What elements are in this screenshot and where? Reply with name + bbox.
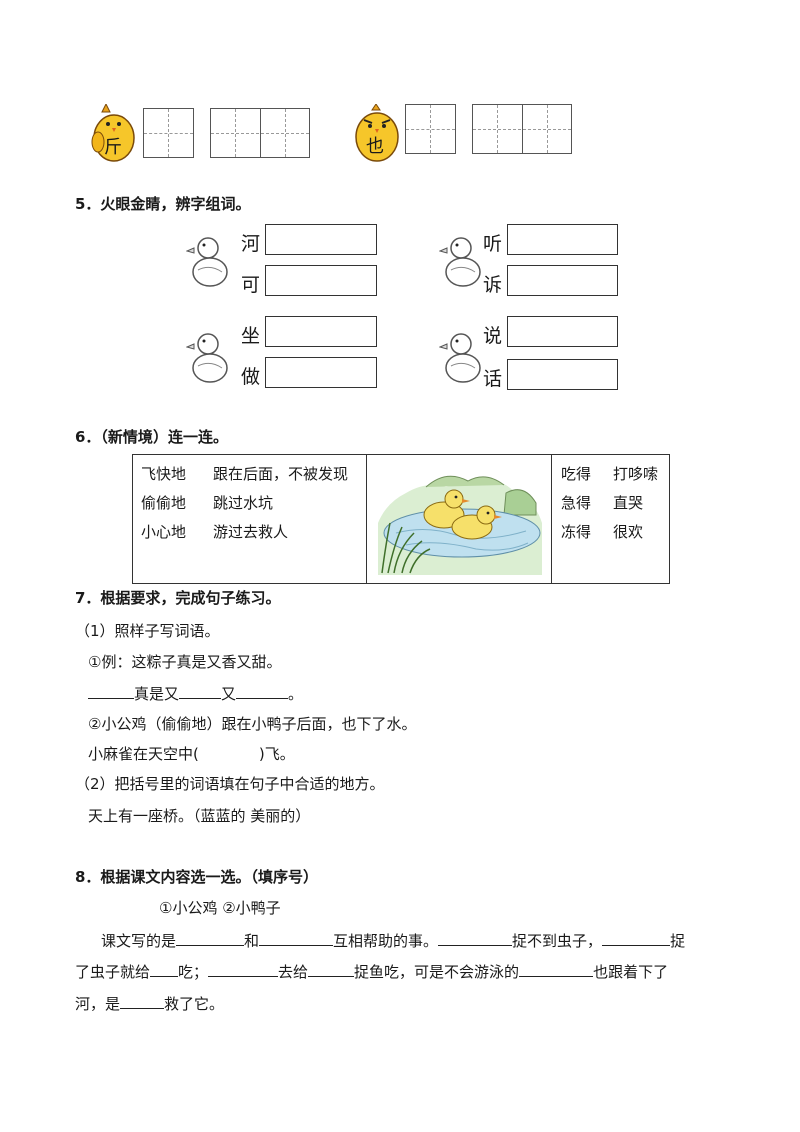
fill-blank[interactable] (179, 684, 222, 699)
answer-box-ke[interactable] (265, 265, 377, 296)
answer-options: ①小公鸡 ②小鸭子 (159, 899, 281, 917)
fill-blank[interactable] (208, 962, 279, 977)
chick-illustration-2: 也 (350, 103, 404, 164)
sub-question-2: （2）把括号里的词语填在句子中合适的地方。 (75, 775, 385, 793)
char-shuo: 说 (483, 325, 503, 347)
fill-sentence-1: 真是又又。 (88, 683, 303, 704)
answer-box-su[interactable] (507, 265, 618, 296)
chick-2-character: 也 (366, 136, 384, 157)
answer-box-he[interactable] (265, 224, 377, 255)
duck-icon (438, 330, 483, 390)
right-verb[interactable]: 冻得 (561, 523, 592, 541)
left-action[interactable]: 游过去救人 (213, 523, 289, 541)
char-hua: 话 (483, 368, 503, 390)
left-action[interactable]: 跳过水坑 (213, 494, 274, 512)
right-result[interactable]: 很欢 (613, 523, 644, 541)
fill-blank[interactable] (519, 962, 594, 977)
fill-blank[interactable] (88, 684, 134, 699)
left-adverb[interactable]: 偷偷地 (141, 494, 187, 512)
passage-line-1: 课文写的是和互相帮助的事。捉不到虫子，捉 (101, 931, 686, 950)
char-he: 河 (241, 233, 261, 255)
question-8-heading: 8．根据课文内容选一选。（填序号） (75, 868, 318, 886)
answer-box-zuo-sit[interactable] (265, 316, 377, 347)
right-verb[interactable]: 急得 (561, 494, 592, 512)
fill-blank[interactable] (120, 994, 165, 1009)
right-verb[interactable]: 吃得 (561, 465, 592, 483)
sub-question-1: （1）照样子写词语。 (75, 622, 220, 640)
char-ke: 可 (241, 274, 261, 296)
right-result[interactable]: 直哭 (613, 494, 644, 512)
duck-icon (438, 234, 483, 294)
fill-blank[interactable] (150, 962, 179, 977)
example-2: ②小公鸡（偷偷地）跟在小鸭子后面，也下了水。 (88, 715, 417, 733)
fill-blank[interactable] (438, 931, 513, 946)
duck-icon (185, 330, 230, 390)
writing-grid-double-2[interactable] (472, 104, 572, 154)
left-adverb[interactable]: 飞快地 (141, 465, 187, 483)
fill-blank[interactable] (236, 684, 289, 699)
writing-grid-double[interactable] (210, 108, 310, 158)
left-adverb[interactable]: 小心地 (141, 523, 187, 541)
question-5-heading: 5．火眼金睛，辨字组词。 (75, 195, 251, 213)
answer-box-hua[interactable] (507, 359, 618, 390)
answer-box-ting[interactable] (507, 224, 618, 255)
question-7-heading: 7．根据要求，完成句子练习。 (75, 589, 281, 607)
question-6-heading: 6．（新情境）连一连。 (75, 428, 228, 446)
passage-line-3: 河，是救了它。 (75, 994, 225, 1013)
answer-box-shuo[interactable] (507, 316, 618, 347)
writing-grid-single-2[interactable] (405, 104, 456, 154)
left-action[interactable]: 跟在后面，不被发现 (213, 465, 349, 483)
char-zuo-do: 做 (241, 366, 261, 388)
duck-icon (185, 234, 230, 294)
example-1: ①例：这粽子真是又香又甜。 (88, 653, 282, 671)
fill-blank[interactable] (602, 931, 671, 946)
fill-blank[interactable] (259, 931, 334, 946)
insert-words-sentence: 天上有一座桥。（蓝蓝的 美丽的） (88, 807, 311, 825)
passage-line-2: 了虫子就给吃；去给捉鱼吃，可是不会游泳的也跟着下了 (75, 962, 669, 981)
char-ting: 听 (483, 233, 503, 255)
matching-table: 飞快地 偷偷地 小心地 跟在后面，不被发现 跳过水坑 游过去救人 (132, 454, 670, 584)
chick-illustration-1: 斤 (88, 102, 140, 164)
right-result[interactable]: 打哆嗦 (613, 465, 659, 483)
ducklings-in-pond-illustration (376, 463, 544, 575)
char-zuo-sit: 坐 (241, 325, 261, 347)
char-su: 诉 (483, 274, 503, 296)
fill-sentence-2: 小麻雀在天空中()飞。 (88, 745, 295, 763)
writing-grid-single[interactable] (143, 108, 194, 158)
fill-blank[interactable] (176, 931, 245, 946)
answer-box-zuo-do[interactable] (265, 357, 377, 388)
chick-1-character: 斤 (104, 137, 122, 158)
fill-blank[interactable] (308, 962, 355, 977)
